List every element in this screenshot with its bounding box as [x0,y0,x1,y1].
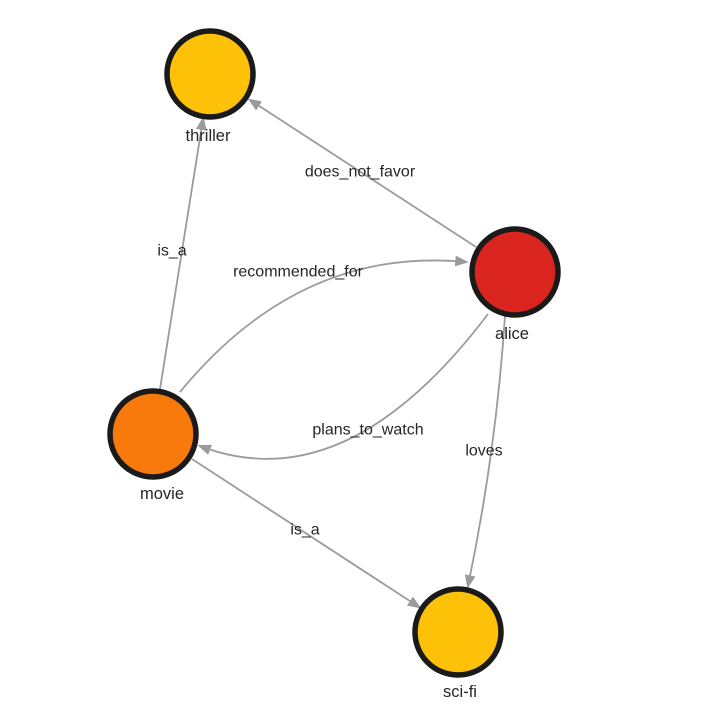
node-label-movie: movie [140,485,184,503]
edge-movie-thriller[interactable] [159,116,207,390]
edge-movie-alice[interactable] [179,255,469,393]
node-label-sci-fi: sci-fi [443,683,477,701]
node-thriller[interactable] [164,28,256,120]
nodes-layer [107,28,561,678]
node-sci-fi[interactable] [412,586,504,678]
node-alice[interactable] [469,226,561,318]
edge-label-plans_to_watch: plans_to_watch [312,422,423,439]
edge-alice-thriller[interactable] [247,98,477,248]
edge-label-is_a: is_a [290,522,319,539]
edge-label-loves: loves [465,443,502,460]
node-label-thriller: thriller [186,127,231,145]
edge-alice-sci-fi[interactable] [464,315,506,589]
edges-layer [159,98,506,609]
edge-label-recommended_for: recommended_for [233,264,364,281]
node-label-alice: alice [495,325,529,343]
node-movie[interactable] [107,388,199,480]
edge-movie-sci-fi[interactable] [191,458,422,609]
edge-alice-movie[interactable] [197,313,489,460]
